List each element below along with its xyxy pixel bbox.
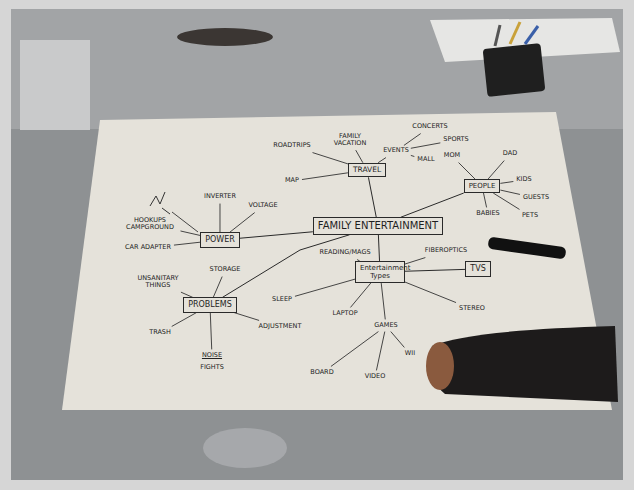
- leader-line: [172, 313, 197, 327]
- branch-connector: [378, 235, 379, 261]
- marker: [488, 237, 567, 260]
- leader-line: [500, 182, 513, 184]
- leader-line: [172, 212, 198, 232]
- node-text: TRAVEL: [353, 166, 381, 175]
- branch-word: EVENTS: [383, 147, 409, 154]
- node-text: PROBLEMS: [188, 300, 232, 309]
- leader-line: [230, 213, 255, 233]
- leader-line: [295, 279, 355, 296]
- leader-line: [376, 332, 384, 371]
- branch-word: MOM: [444, 152, 460, 159]
- leader-line: [411, 143, 441, 148]
- concept-box: TVS: [465, 261, 490, 276]
- leader-line: [302, 173, 348, 180]
- branch-word: SPORTS: [443, 136, 468, 143]
- leader-line: [331, 332, 378, 367]
- leader-line: [313, 153, 348, 164]
- concept-box: POWER: [200, 232, 240, 247]
- concept-box: Entertainment Types: [355, 261, 405, 283]
- leader-line: [411, 155, 415, 156]
- leader-line: [174, 242, 200, 245]
- branch-word: LAPTOP: [332, 310, 357, 317]
- branch-word: KIDS: [516, 176, 531, 183]
- leader-line: [405, 258, 425, 264]
- leader-line: [405, 282, 456, 303]
- branch-word: READING/MAGS: [319, 249, 370, 256]
- leader-line: [500, 190, 520, 194]
- plug-sketch: [150, 192, 170, 214]
- branch-word: NOISE: [202, 352, 222, 359]
- branch-word: ADJUSTMENT: [259, 323, 302, 330]
- leader-line: [213, 277, 222, 298]
- table-far: [11, 9, 623, 129]
- branch-word: CONCERTS: [412, 123, 447, 130]
- leader-line: [459, 163, 475, 179]
- node-text: Entertainment Types: [360, 264, 400, 280]
- knee: [203, 428, 287, 468]
- paper-left: [20, 40, 90, 130]
- leader-line: [234, 313, 259, 321]
- leader-line: [391, 332, 405, 348]
- branch-word: MALL: [417, 156, 434, 163]
- branch-word: VOLTAGE: [248, 202, 277, 209]
- concept-box: PEOPLE: [464, 179, 501, 193]
- table: [11, 9, 623, 480]
- branch-word: BOARD: [310, 369, 333, 376]
- branch-word: PETS: [522, 212, 538, 219]
- leader-line: [493, 193, 519, 209]
- leader-line: [404, 134, 421, 146]
- branch-connector: [240, 232, 313, 238]
- branch-word: WII: [405, 350, 415, 357]
- concept-box: TRAVEL: [348, 163, 386, 178]
- object-top: [177, 28, 273, 46]
- leader-line: [356, 150, 363, 163]
- concept-box: PROBLEMS: [183, 297, 237, 312]
- node-text: TVS: [470, 264, 485, 273]
- branch-word: FIGHTS: [200, 364, 224, 371]
- branch-connector: [401, 193, 464, 217]
- leader-line: [350, 283, 370, 307]
- branch-connector: [368, 177, 376, 217]
- branch-word: ROADTRIPS: [273, 142, 310, 149]
- branch-word: SLEEP: [272, 296, 292, 303]
- branch-word: FIBEROPTICS: [425, 247, 467, 254]
- branch-word: CAR ADAPTER: [125, 244, 171, 251]
- branch-connector: [405, 269, 465, 271]
- leader-line: [488, 161, 504, 179]
- branch-word: MAP: [285, 177, 299, 184]
- hand: [426, 342, 454, 390]
- branch-word: STEREO: [459, 305, 485, 312]
- concept-box: FAMILY ENTERTAINMENT: [313, 217, 443, 235]
- branch-word: STORAGE: [210, 266, 241, 273]
- leader-line: [381, 283, 385, 319]
- leader-line: [483, 193, 486, 207]
- node-text: POWER: [205, 235, 235, 244]
- leader-line: [181, 231, 201, 235]
- branch-word: VIDEO: [365, 373, 386, 380]
- arm: [430, 326, 618, 402]
- branch-word: GUESTS: [523, 194, 549, 201]
- branch-word: BABIES: [476, 210, 500, 217]
- leader-line: [219, 204, 220, 233]
- branch-word: INVERTER: [204, 193, 236, 200]
- branch-word: TRASH: [149, 329, 171, 336]
- branch-word: UNSANITARY THINGS: [131, 275, 186, 289]
- node-text: PEOPLE: [469, 182, 496, 190]
- branch-connector: [222, 235, 349, 298]
- node-text: FAMILY ENTERTAINMENT: [318, 220, 438, 232]
- branch-word: GAMES: [374, 322, 397, 329]
- branch-word: HOOKUPS CAMPGROUND: [123, 217, 178, 231]
- pen-cup: [483, 22, 546, 97]
- leader-line: [210, 313, 211, 350]
- branch-word: DAD: [503, 150, 517, 157]
- branch-word: FAMILY VACATION: [330, 133, 370, 147]
